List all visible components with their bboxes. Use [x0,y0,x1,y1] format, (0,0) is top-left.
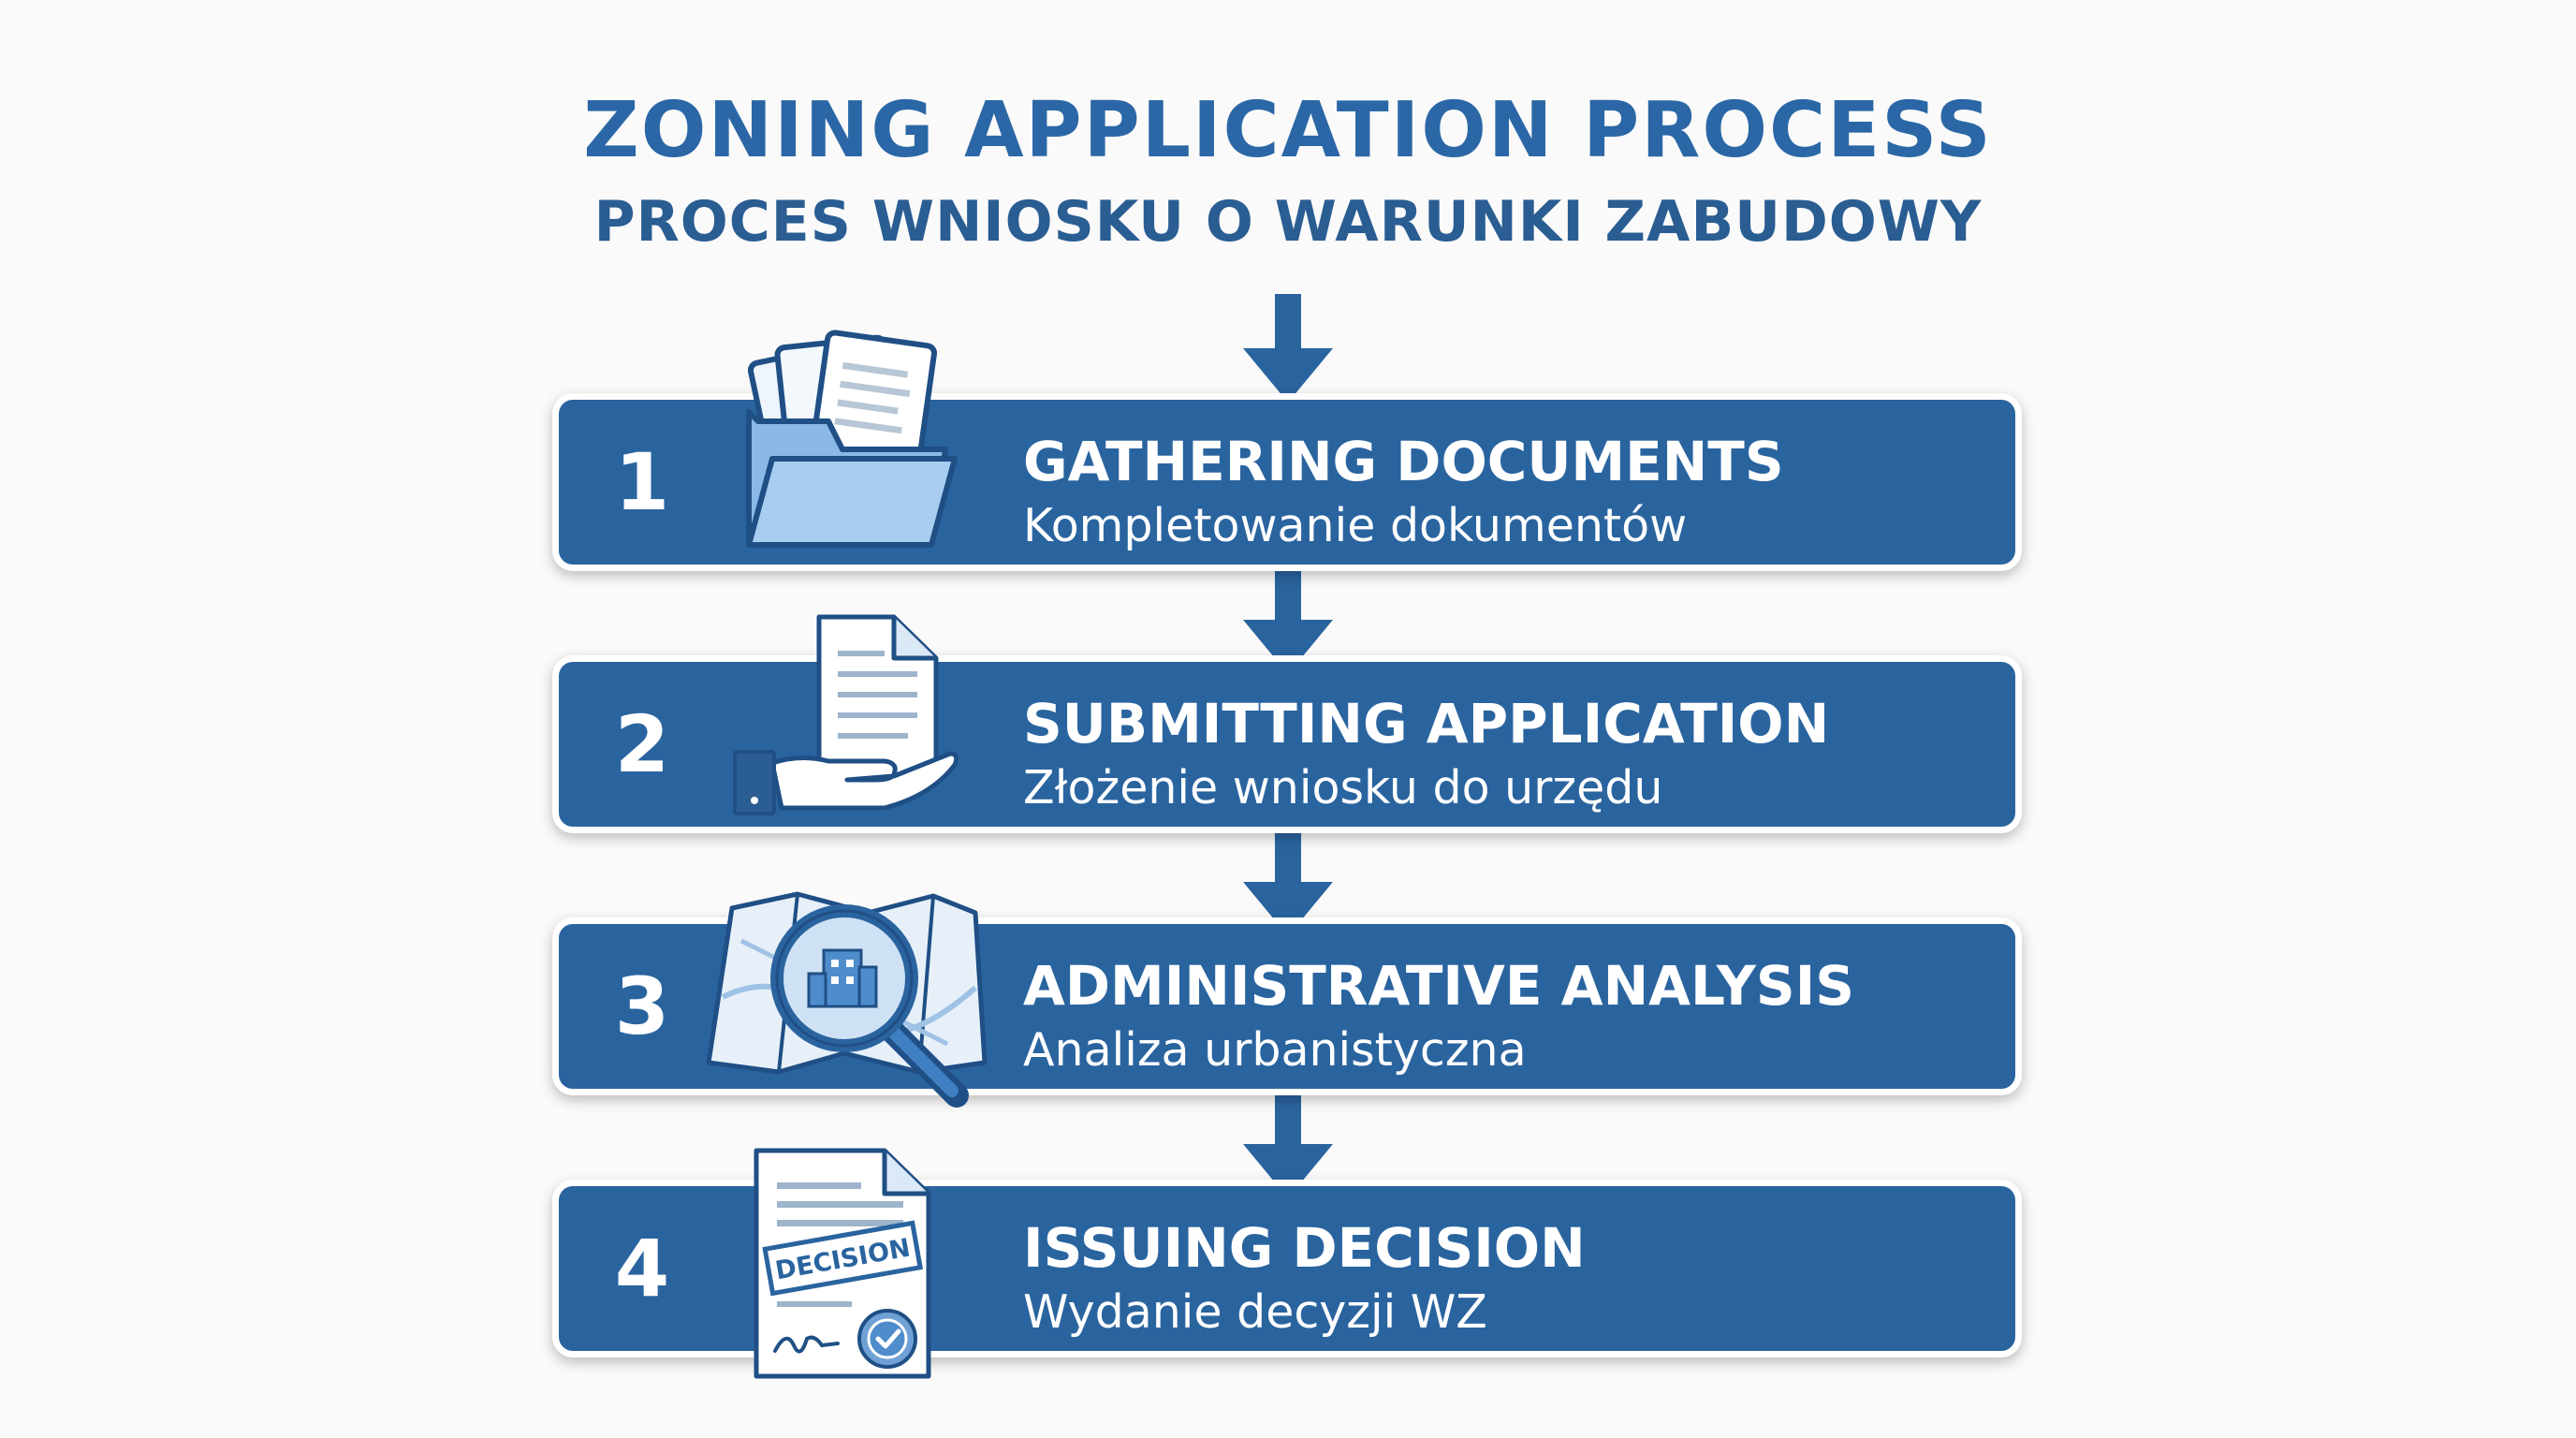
step-title: ADMINISTRATIVE ANALYSIS [1023,954,1855,1018]
step-subtitle: Kompletowanie dokumentów [1023,499,1688,552]
step-number: 3 [614,961,670,1052]
step-title: SUBMITTING APPLICATION [1023,692,1830,756]
step-number: 2 [614,698,670,790]
page-title: ZONING APPLICATION PROCESS [583,86,1993,175]
flow-arrow-icon [1243,1090,1333,1198]
step-number: 4 [614,1223,670,1314]
step-subtitle: Wydanie decyzji WZ [1023,1285,1487,1339]
step-subtitle: Złożenie wniosku do urzędu [1023,761,1663,814]
step-number: 1 [614,436,670,528]
page-subtitle: PROCES WNIOSKU O WARUNKI ZABUDOWY [593,189,1983,255]
decision-document-icon: DECISION [754,1148,931,1379]
step-title: ISSUING DECISION [1023,1216,1586,1280]
map-magnifier-icon [706,891,988,1108]
step-4-card: 4 ISSUING DECISION Wydanie decyzji WZ [552,1180,2022,1357]
flow-arrow-icon [1243,565,1333,674]
folder-documents-icon [746,330,958,548]
hand-document-icon [733,614,959,815]
flow-arrow-icon [1243,828,1333,936]
step-subtitle: Analiza urbanistyczna [1023,1023,1527,1077]
flow-arrow-icon [1243,294,1333,403]
step-title: GATHERING DOCUMENTS [1023,430,1784,493]
